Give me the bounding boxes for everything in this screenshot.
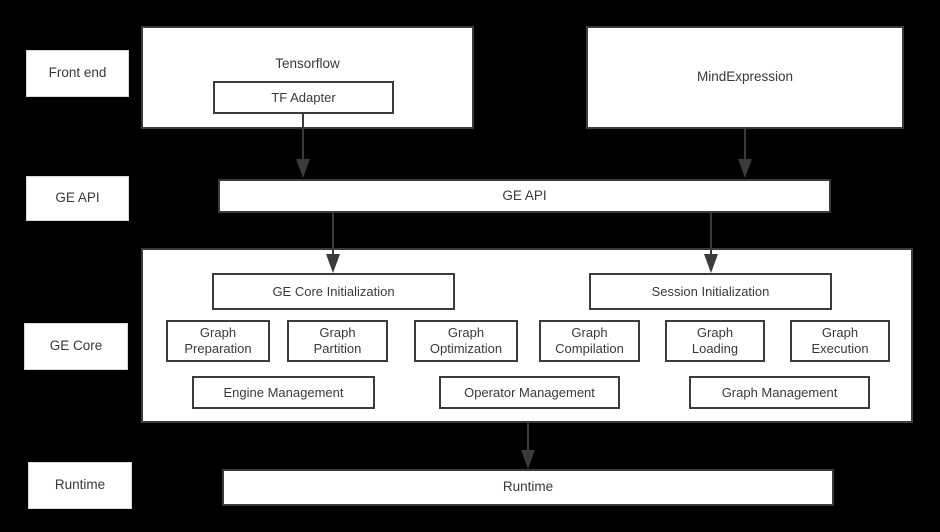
lane-label-runtime: Runtime <box>28 462 132 509</box>
session-initialization-label: Session Initialization <box>651 283 770 299</box>
graph-execution-label: Graph Execution <box>811 325 869 356</box>
lane-label-ge-api-text: GE API <box>55 190 100 206</box>
graph-partition-box[interactable]: Graph Partition <box>287 320 388 362</box>
runtime-bar[interactable]: Runtime <box>222 469 834 506</box>
engine-management-box[interactable]: Engine Management <box>192 376 375 409</box>
graph-execution-box[interactable]: Graph Execution <box>790 320 890 362</box>
graph-optimization-label: Graph Optimization <box>429 325 503 356</box>
operator-management-box[interactable]: Operator Management <box>439 376 620 409</box>
lane-label-ge-core-text: GE Core <box>49 338 103 354</box>
graph-preparation-label: Graph Preparation <box>184 325 252 356</box>
mindexpression-label: MindExpression <box>696 69 794 85</box>
arrow-ge-api-to-ge-core-initialization <box>326 213 340 273</box>
lane-label-ge-core: GE Core <box>24 323 128 370</box>
session-initialization-box[interactable]: Session Initialization <box>589 273 832 310</box>
arrow-tf-adapter-to-ge-api <box>296 113 310 178</box>
graph-partition-label: Graph Partition <box>313 325 362 356</box>
graph-loading-label: Graph Loading <box>691 325 739 356</box>
lane-label-runtime-text: Runtime <box>54 477 106 493</box>
ge-api-bar[interactable]: GE API <box>218 179 831 213</box>
ge-core-initialization-label: GE Core Initialization <box>272 283 395 299</box>
graph-preparation-box[interactable]: Graph Preparation <box>166 320 270 362</box>
graph-compilation-label: Graph Compilation <box>555 325 624 356</box>
arrow-ge-api-to-session-initialization <box>704 213 718 273</box>
graph-management-label: Graph Management <box>721 384 838 400</box>
graph-management-box[interactable]: Graph Management <box>689 376 870 409</box>
lane-label-ge-api: GE API <box>26 176 129 221</box>
tensorflow-label: Tensorflow <box>275 56 340 71</box>
ge-api-bar-label: GE API <box>502 187 547 203</box>
operator-management-label: Operator Management <box>464 384 595 400</box>
graph-compilation-box[interactable]: Graph Compilation <box>539 320 640 362</box>
lane-label-front-end-text: Front end <box>48 65 107 81</box>
runtime-bar-label: Runtime <box>502 479 554 495</box>
tf-adapter-label: TF Adapter <box>271 89 336 105</box>
lane-label-front-end: Front end <box>26 50 129 97</box>
arrow-ge-core-to-runtime <box>521 423 535 469</box>
ge-core-initialization-box[interactable]: GE Core Initialization <box>212 273 455 310</box>
mindexpression-box[interactable]: MindExpression <box>586 26 904 129</box>
graph-optimization-box[interactable]: Graph Optimization <box>414 320 518 362</box>
engine-management-label: Engine Management <box>223 384 344 400</box>
graph-loading-box[interactable]: Graph Loading <box>665 320 765 362</box>
arrow-mindexpression-to-ge-api <box>738 129 752 178</box>
